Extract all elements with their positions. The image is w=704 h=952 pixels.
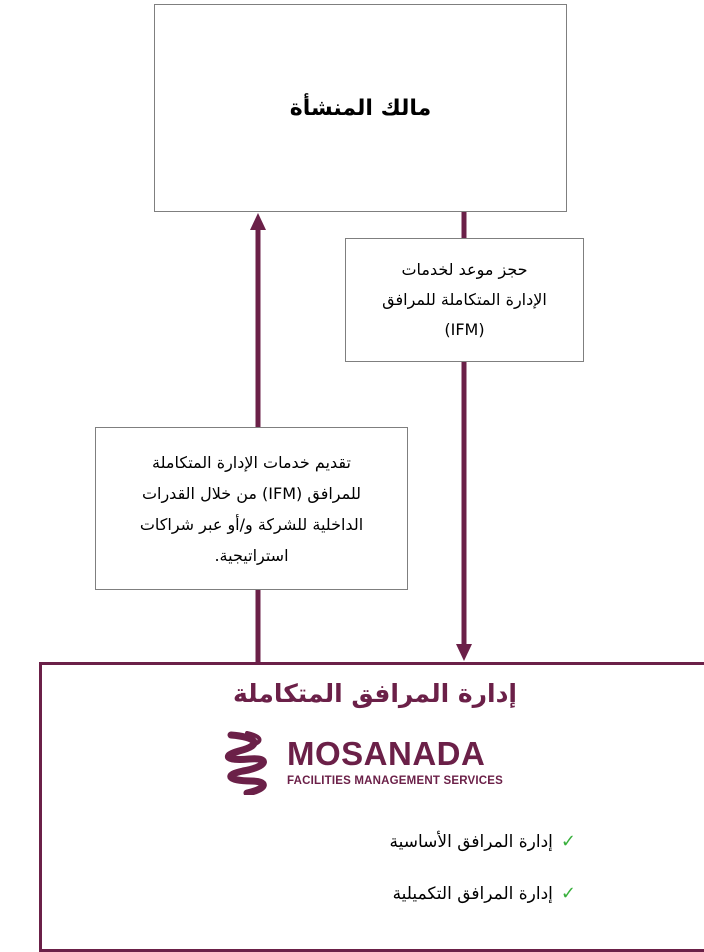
booking-box: حجز موعد لخدمات الإدارة المتكاملة للمراف… (345, 238, 584, 362)
booking-line: حجز موعد لخدمات (401, 260, 528, 279)
booking-line: (IFM) (444, 320, 485, 339)
service-label: إدارة المرافق الأساسية (389, 831, 553, 852)
delivery-arrowhead (250, 213, 266, 230)
facility-owner-box: مالك المنشأة (154, 4, 567, 212)
delivery-line: استراتيجية. (214, 545, 289, 565)
delivery-line: للمرافق (IFM) من خلال القدرات (141, 483, 362, 503)
ifm-box: إدارة المرافق المتكاملة MOSANADA FACILIT… (39, 662, 704, 952)
booking-arrowhead (456, 644, 472, 661)
service-label: إدارة المرافق التكميلية (392, 883, 553, 904)
service-item: ✓ إدارة المرافق الأساسية (389, 831, 576, 852)
delivery-text: تقديم خدمات الإدارة المتكاملة للمرافق (I… (117, 447, 387, 571)
booking-line: الإدارة المتكاملة للمرافق (382, 290, 547, 309)
mosanada-helix-icon (224, 731, 267, 795)
check-icon: ✓ (560, 883, 576, 904)
check-icon: ✓ (560, 831, 576, 852)
logo-name: MOSANADA (287, 735, 486, 772)
booking-text: حجز موعد لخدمات الإدارة المتكاملة للمراف… (382, 255, 547, 345)
delivery-box: تقديم خدمات الإدارة المتكاملة للمرافق (I… (95, 427, 408, 590)
ifm-title: إدارة المرافق المتكاملة (233, 679, 517, 708)
delivery-line: الداخلية للشركة و/أو عبر شراكات (139, 514, 364, 534)
logo-subtitle: FACILITIES MANAGEMENT SERVICES (287, 775, 504, 787)
service-item: ✓ إدارة المرافق التكميلية (393, 883, 576, 904)
delivery-line: تقديم خدمات الإدارة المتكاملة (152, 452, 351, 472)
mosanada-logo: MOSANADA FACILITIES MANAGEMENT SERVICES (217, 731, 537, 795)
facility-owner-label: مالك المنشأة (289, 95, 432, 121)
